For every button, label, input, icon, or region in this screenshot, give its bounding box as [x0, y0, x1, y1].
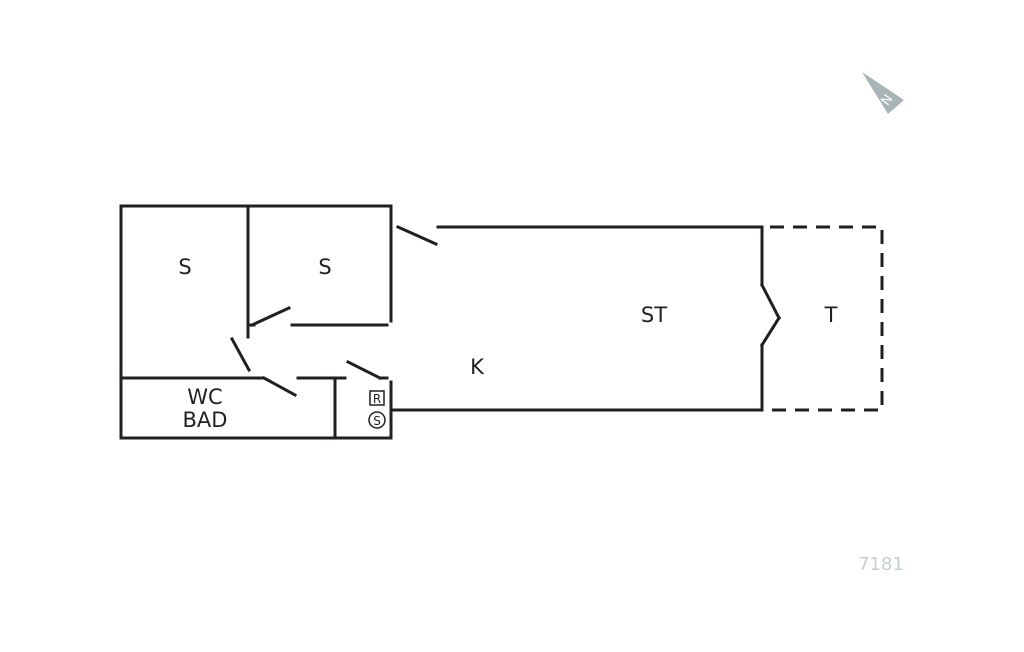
terrace-door-right [759, 315, 782, 348]
bedroom1-door [229, 336, 252, 373]
label-bedroom2: S [318, 255, 331, 279]
r-box-icon [369, 390, 385, 406]
outer-wall-left-block [119, 204, 393, 440]
terrace-outline [770, 225, 884, 412]
compass-icon: N [862, 72, 904, 114]
appliance-symbols: R S [368, 390, 386, 429]
label-bath: BAD [183, 408, 228, 432]
terrace-door-left [759, 282, 782, 321]
symbol-r: R [373, 392, 381, 406]
symbol-s: S [373, 414, 381, 428]
label-terrace: T [824, 303, 838, 327]
bedroom2-door [250, 306, 291, 327]
doors [229, 225, 782, 398]
label-kitchen: K [470, 355, 485, 379]
walls [119, 204, 884, 440]
entrance-door [396, 225, 438, 246]
room-labels: S S WC BAD K ST T [178, 255, 837, 432]
s-circle-icon [368, 411, 386, 429]
plan-id: 7181 [858, 554, 904, 575]
bath-door [261, 375, 298, 398]
label-bedroom1: S [178, 255, 191, 279]
label-wc: WC [187, 385, 222, 409]
label-living: ST [641, 303, 667, 327]
closet-door [345, 359, 383, 381]
